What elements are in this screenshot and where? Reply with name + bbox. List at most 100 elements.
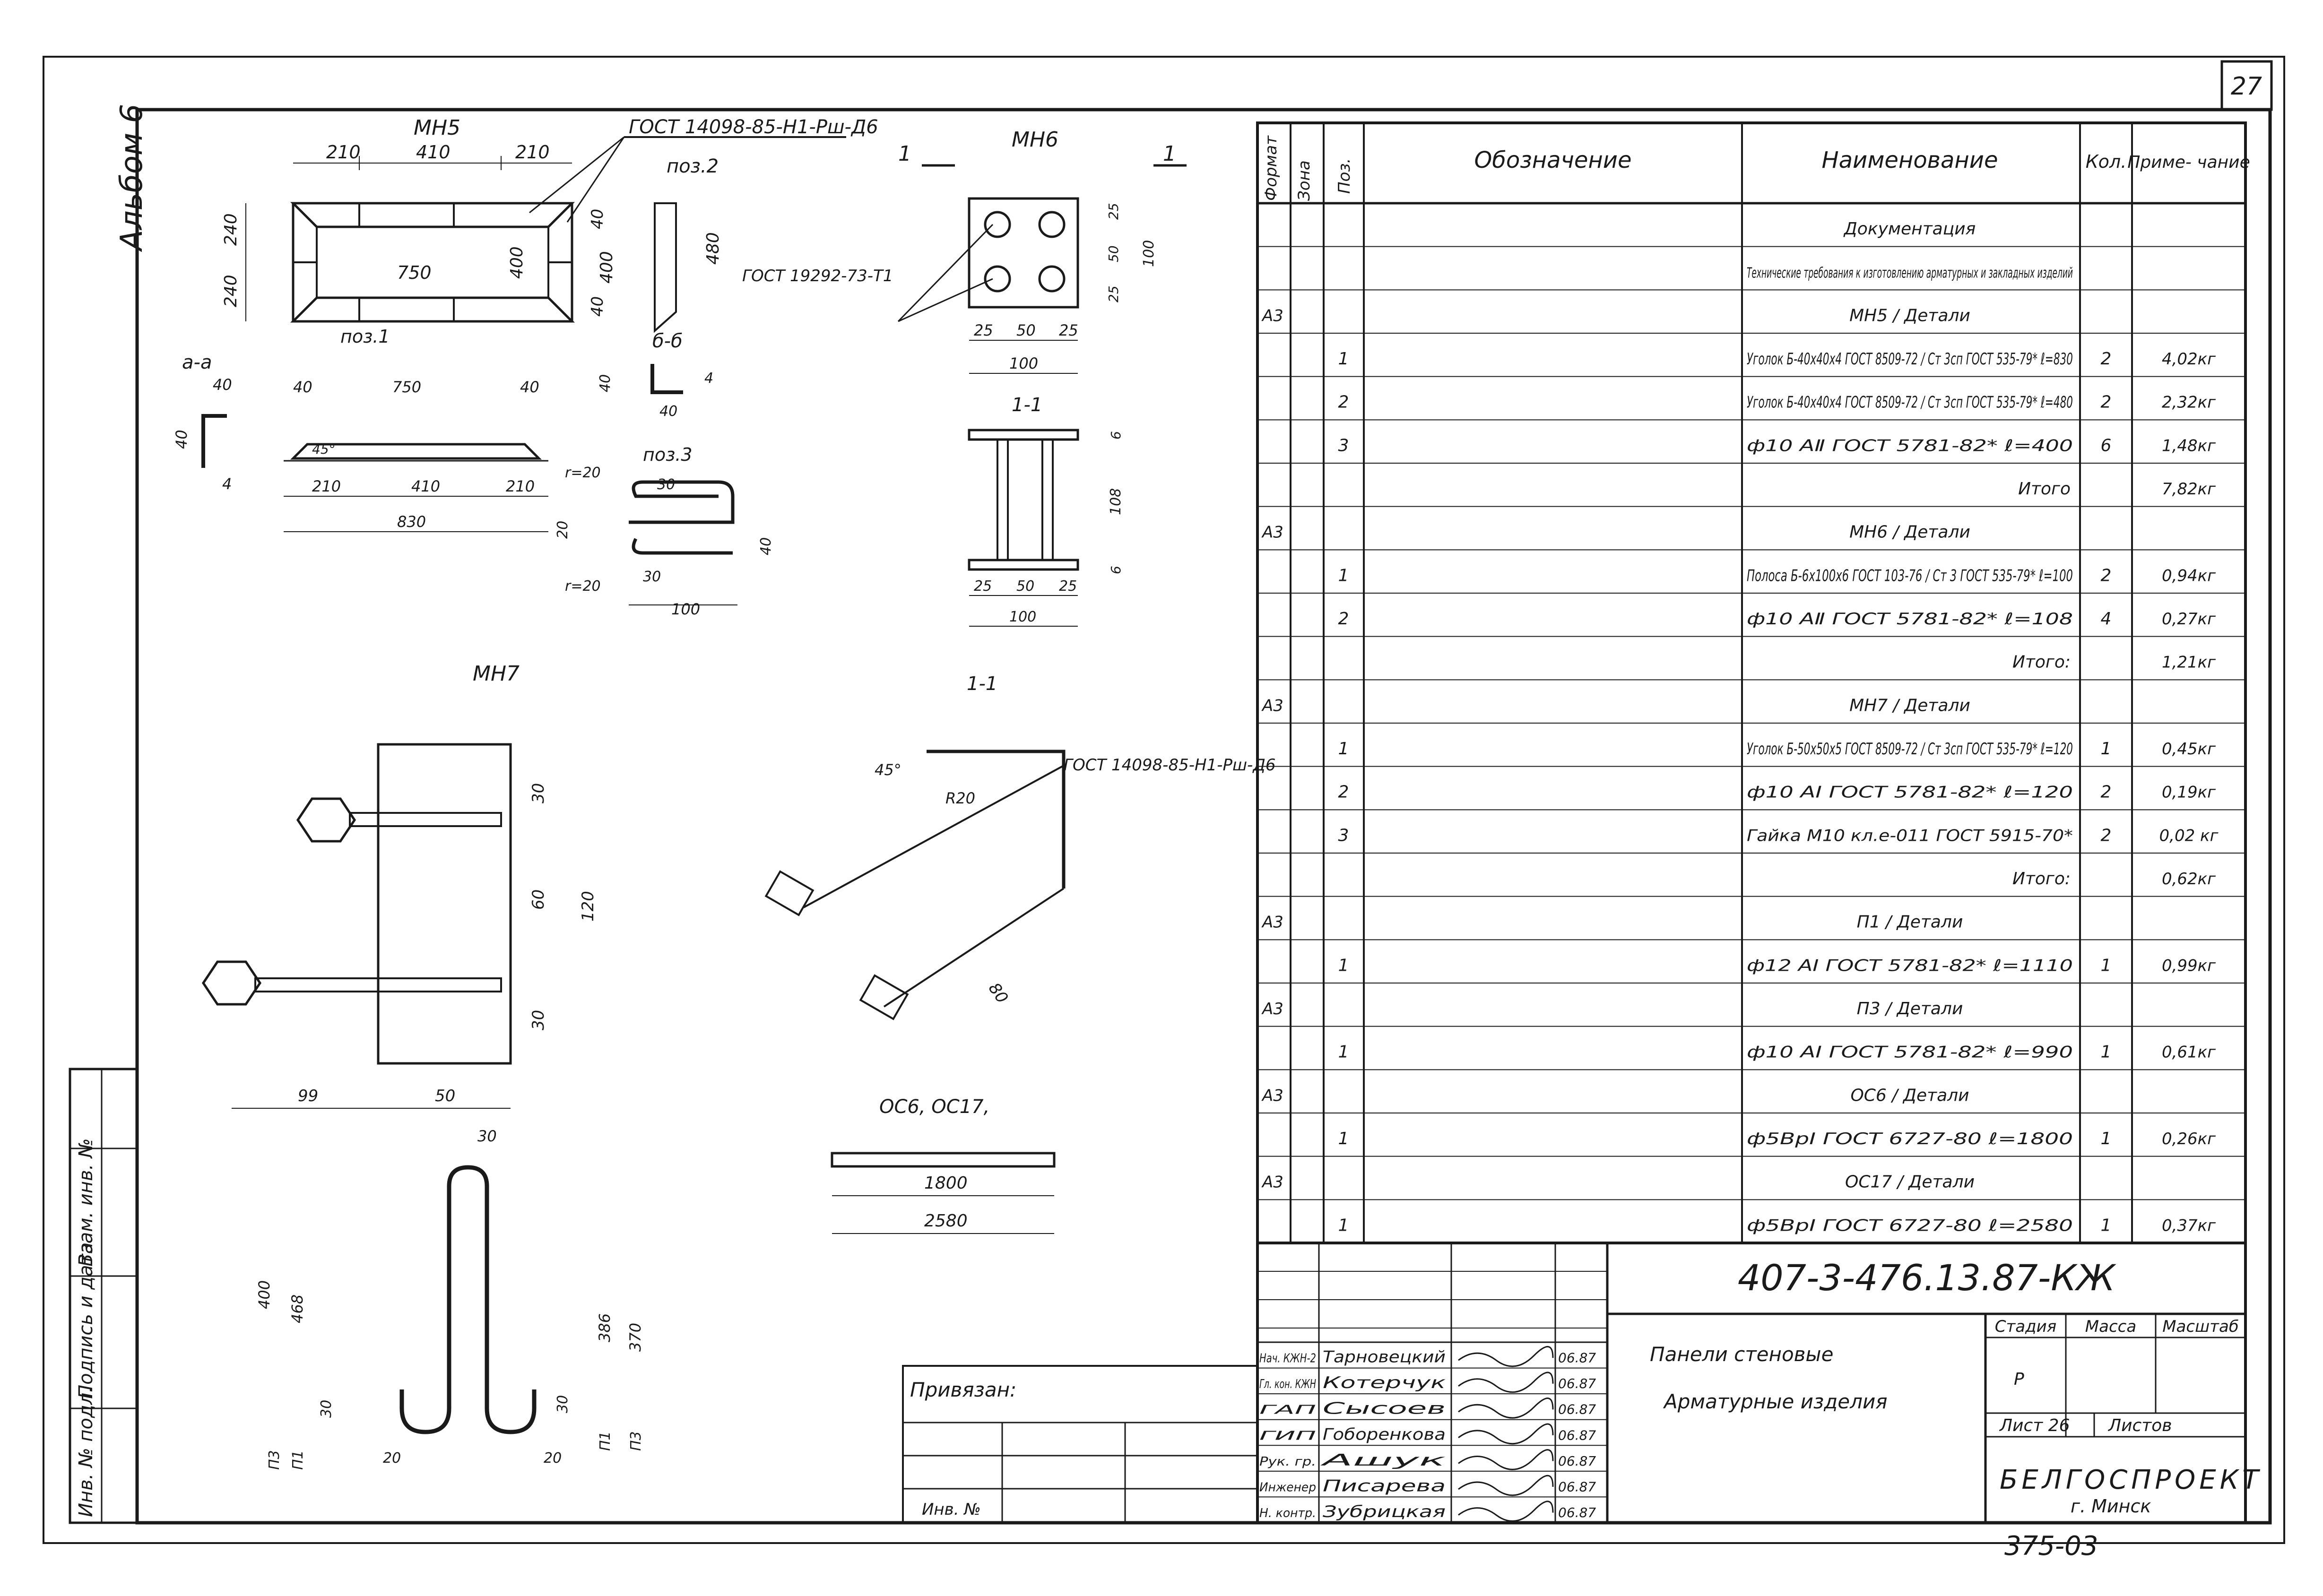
svg-text:Р: Р	[2014, 1370, 2024, 1389]
svg-text:r=20: r=20	[565, 578, 601, 595]
spec-note-cell: 0,61кг	[2162, 1043, 2216, 1062]
spec-name-cell: ф10 АⅠ ГОСТ 5781-82* ℓ=990	[1747, 1043, 2073, 1062]
spec-qty-cell: 2	[2101, 566, 2112, 585]
drawing-os: ОС6, ОС17, 1800 2580	[831, 1096, 1056, 1234]
svg-text:25: 25	[1059, 321, 1078, 339]
svg-text:386: 386	[596, 1313, 614, 1342]
spec-note-cell: 2,32кг	[2162, 393, 2216, 412]
stamp-inv: Инв. № подл.	[75, 1387, 97, 1517]
title-line2: Арматурные изделия	[1663, 1390, 1888, 1413]
svg-text:40: 40	[597, 374, 614, 392]
spec-name-cell: Уголок Б-40х40х4 ГОСТ 8509-72 / Ст 3сп Г…	[1747, 393, 2073, 412]
signature	[1458, 1398, 1554, 1419]
svg-text:П1: П1	[597, 1431, 614, 1451]
svg-text:30: 30	[529, 1010, 548, 1030]
signature	[1458, 1423, 1554, 1445]
svg-text:60: 60	[529, 889, 548, 910]
svg-text:40: 40	[173, 430, 191, 449]
spec-qty-cell: 1	[2101, 956, 2112, 975]
spec-note-cell: 7,82кг	[2162, 480, 2216, 499]
spec-name-cell: ф5ВрⅠ ГОСТ 6727-80 ℓ=1800	[1747, 1130, 2073, 1148]
svg-text:210: 210	[312, 477, 341, 495]
specification-table: Формат Зона Поз. Обозначение Наименовани…	[1256, 121, 2250, 1244]
spec-qty-cell: 1	[2101, 1216, 2112, 1235]
svg-text:25: 25	[974, 578, 992, 595]
svg-text:1: 1	[898, 142, 911, 166]
spec-name-cell: Технические требования к изготовлению ар…	[1747, 265, 2073, 282]
spec-name-cell: ф12 АⅠ ГОСТ 5781-82* ℓ=1110	[1747, 956, 2073, 975]
sheet-number-box	[2220, 60, 2273, 111]
signature	[1458, 1372, 1554, 1393]
person-date: 06.87	[1558, 1350, 1596, 1366]
spec-name-cell: Итого:	[2012, 869, 2071, 889]
svg-text:6: 6	[1108, 431, 1124, 440]
svg-text:40: 40	[758, 537, 774, 555]
spec-pos-cell: 1	[1338, 1043, 1349, 1062]
svg-text:40: 40	[213, 376, 232, 394]
spec-note-cell: 0,94кг	[2162, 566, 2216, 585]
spec-qty-cell: 2	[2101, 349, 2112, 369]
mn6-section-label: 1-1	[1012, 394, 1042, 416]
svg-text:Стадия: Стадия	[1995, 1317, 2056, 1336]
spec-format-cell: А3	[1261, 523, 1283, 542]
spec-format-cell: А3	[1261, 1086, 1283, 1105]
svg-text:30: 30	[555, 1395, 571, 1413]
spec-name-cell: МН6 / Детали	[1849, 523, 1970, 542]
title-block: 407-3-476.13.87-КЖ Панели стеновые Армат…	[902, 1242, 2259, 1524]
svg-text:40: 40	[293, 378, 312, 396]
spec-pos-cell: 1	[1338, 566, 1349, 585]
svg-text:240: 240	[221, 275, 241, 307]
svg-text:750: 750	[397, 262, 432, 283]
svg-text:Лист 26: Лист 26	[1999, 1416, 2070, 1435]
svg-text:45°: 45°	[312, 441, 336, 457]
spec-format-cell: А3	[1261, 1173, 1283, 1192]
spec-note-cell: 0,19кг	[2162, 783, 2216, 802]
svg-text:100: 100	[1009, 609, 1036, 625]
spec-qty-cell: 1	[2101, 1129, 2112, 1148]
os-title: ОС6, ОС17,	[879, 1096, 989, 1118]
signature	[1458, 1475, 1554, 1496]
spec-name-cell: ф10 АⅠ ГОСТ 5781-82* ℓ=120	[1747, 783, 2073, 802]
spec-name-cell: П1 / Детали	[1857, 913, 1963, 932]
spec-note-cell: 0,62кг	[2162, 870, 2216, 889]
spec-name-cell: Документация	[1843, 219, 1976, 239]
spec-pos-cell: 2	[1338, 393, 1349, 412]
stamp-sign: Подпись и дата	[75, 1242, 97, 1399]
svg-text:П1: П1	[290, 1450, 306, 1470]
spec-name-cell: П3 / Детали	[1857, 999, 1963, 1018]
mn6-gost: ГОСТ 19292-73-Т1	[742, 267, 893, 285]
svg-text:1: 1	[1163, 142, 1176, 166]
inv-label: Инв. №	[922, 1500, 981, 1519]
drawing-mn7: МН7 30 60 30 120 99 50 1-1 45° R20 ГОСТ …	[201, 662, 1276, 1109]
svg-text:400: 400	[255, 1280, 273, 1309]
svg-text:370: 370	[626, 1323, 644, 1352]
spec-pos-cell: 1	[1338, 349, 1349, 369]
svg-text:40: 40	[588, 209, 607, 229]
spec-name-cell: ф5ВрⅠ ГОСТ 6727-80 ℓ=2580	[1747, 1216, 2073, 1235]
svg-text:210: 210	[326, 142, 361, 163]
left-stamp: Инв. № подл. Подпись и дата Взам. инв. №	[69, 1068, 139, 1524]
spec-name-cell: Полоса Б-6х100х6 ГОСТ 103-76 / Ст 3 ГОСТ…	[1747, 566, 2073, 585]
title-line1: Панели стеновые	[1650, 1343, 1833, 1366]
svg-text:Масштаб: Масштаб	[2162, 1317, 2239, 1336]
person-date: 06.87	[1558, 1479, 1596, 1494]
svg-text:4: 4	[704, 370, 713, 387]
section-bb-label: б-б	[652, 330, 683, 352]
signature	[1458, 1449, 1554, 1470]
spec-note-cell: 0,99кг	[2162, 956, 2216, 975]
spec-qty-cell: 1	[2101, 1043, 2112, 1062]
bottom-code: 375-03	[2004, 1531, 2098, 1561]
svg-text:30: 30	[657, 476, 675, 493]
svg-text:30: 30	[643, 569, 661, 585]
svg-text:240: 240	[221, 213, 241, 246]
spec-note-cell: 4,02кг	[2162, 350, 2216, 369]
hdr-qty: Кол.	[2086, 151, 2127, 172]
spec-pos-cell: 1	[1338, 739, 1349, 759]
svg-text:40: 40	[659, 403, 677, 420]
spec-qty-cell: 1	[2101, 739, 2112, 759]
svg-text:2580: 2580	[924, 1211, 968, 1231]
spec-pos-cell: 2	[1338, 609, 1349, 629]
drawing-p1: 30 400 468 30 20 386 370 20 30 П3 П1 П1 …	[255, 1127, 644, 1470]
spec-pos-cell: 3	[1338, 436, 1349, 455]
svg-text:108: 108	[1108, 488, 1124, 515]
